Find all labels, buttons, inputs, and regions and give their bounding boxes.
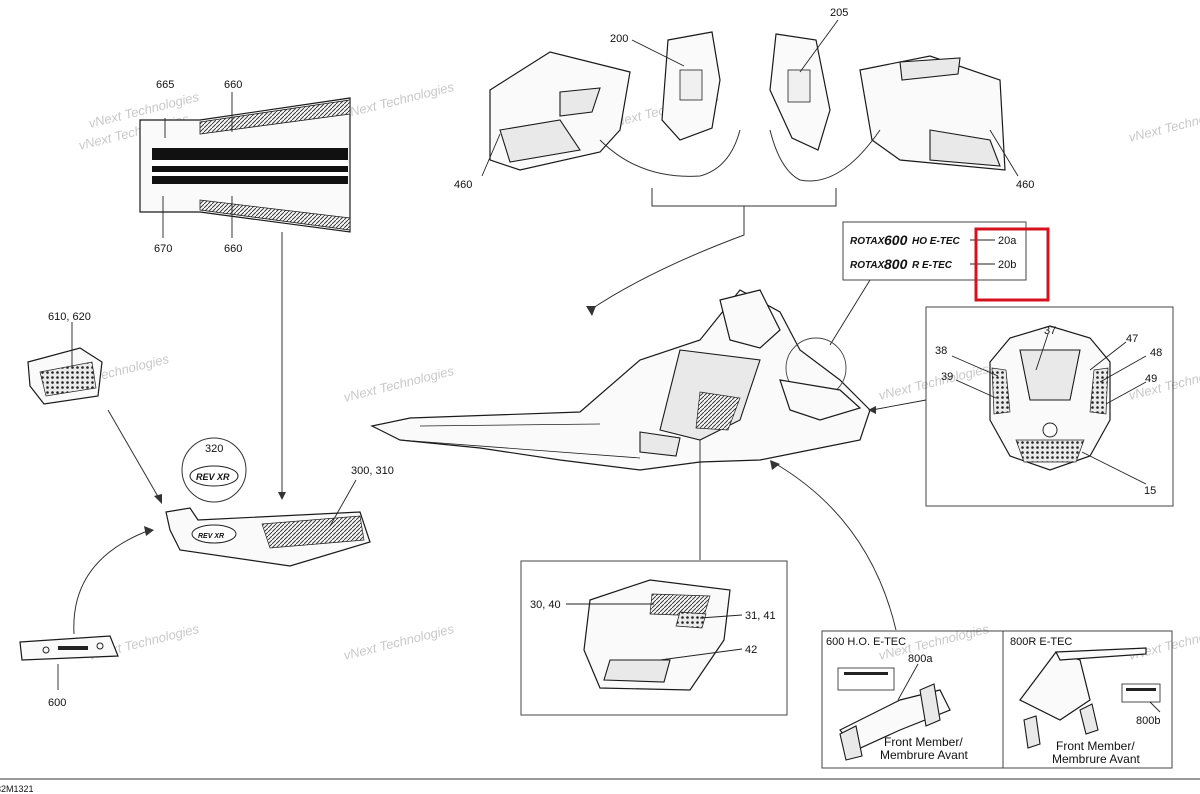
- badge-revxr: REV XR: [196, 472, 230, 482]
- figure-id: 32M1321: [0, 784, 34, 794]
- callout-205: 205: [830, 7, 848, 19]
- tunnel-side-part: REV XR: [165, 479, 371, 567]
- callout-31-41: 31, 41: [745, 610, 776, 622]
- watermark-text: vNext Technologies: [342, 363, 456, 405]
- side-panel-detail: [520, 560, 788, 716]
- front-member-label-fr: Membrure Avant: [1052, 752, 1140, 766]
- front-member-label: Front Member/: [884, 735, 963, 749]
- watermark-text: vNext Technologies: [1127, 361, 1200, 403]
- callout-800a: 800a: [908, 653, 933, 665]
- side-piece-610-part: [27, 322, 103, 405]
- hood-front-panel: [925, 306, 1174, 507]
- engine-title-800: 800R E-TEC: [1010, 636, 1072, 648]
- plate-600-part: [19, 635, 119, 690]
- front-member-600: [837, 663, 951, 761]
- decal-ho-etec: HO E-TEC: [912, 236, 961, 247]
- right-inner-panel-part: [769, 19, 839, 151]
- decal-rotax: ROTAX: [850, 236, 886, 247]
- callout-460: 460: [1016, 179, 1034, 191]
- callout-320: 320: [205, 443, 223, 455]
- watermark-text: vNext Technologies: [877, 361, 991, 403]
- callout-37: 37: [1044, 325, 1056, 337]
- decal-20b: ROTAX 800 R E-TEC: [850, 256, 995, 272]
- callout-39: 39: [941, 371, 953, 383]
- watermark-text: vNext Technologies: [1127, 621, 1200, 663]
- rev-xr-badge-detail: REV XR: [181, 437, 247, 503]
- left-side-panel-part: [481, 51, 631, 177]
- callout-20a: 20a: [998, 235, 1017, 247]
- callout-20b: 20b: [998, 259, 1016, 271]
- watermark-text: vNext Technologies: [342, 621, 456, 663]
- leader-decal-to-hood: [829, 279, 871, 346]
- decal-rotax: ROTAX: [850, 260, 886, 271]
- highlight-box: [974, 227, 1050, 302]
- right-side-panel-part: [859, 55, 1019, 177]
- callout-600: 600: [48, 697, 66, 709]
- callout-49: 49: [1145, 373, 1157, 385]
- front-member-panel: 600 H.O. E-TEC 800R E-TEC 800a Front Mem…: [821, 630, 1173, 769]
- callout-800b: 800b: [1136, 715, 1160, 727]
- engine-decal-panel: ROTAX 600 HO E-TEC ROTAX 800 R E-TEC: [842, 221, 1027, 281]
- engine-title-600: 600 H.O. E-TEC: [826, 636, 906, 648]
- badge-revxr: REV XR: [198, 533, 224, 540]
- watermark-text: vNext Technologies: [1127, 103, 1200, 145]
- callout-300-310: 300, 310: [351, 465, 394, 477]
- callout-38: 38: [935, 345, 947, 357]
- callout-660: 660: [224, 243, 242, 255]
- callout-200: 200: [610, 33, 628, 45]
- decal-600: 600: [884, 232, 908, 248]
- callout-48: 48: [1150, 347, 1162, 359]
- front-member-800: [1019, 647, 1161, 749]
- watermark-text: vNext Technologies: [342, 79, 456, 121]
- callout-460: 460: [454, 179, 472, 191]
- snowmobile-body: [370, 289, 871, 560]
- callout-660: 660: [224, 79, 242, 91]
- left-inner-panel-part: [631, 31, 721, 141]
- front-member-label: Front Member/: [1056, 739, 1135, 753]
- callout-42: 42: [745, 644, 757, 656]
- callout-665: 665: [156, 79, 174, 91]
- decal-20a: ROTAX 600 HO E-TEC: [850, 232, 995, 248]
- callout-47: 47: [1126, 333, 1138, 345]
- front-member-label-fr: Membrure Avant: [880, 748, 968, 762]
- callout-670: 670: [154, 243, 172, 255]
- bracket-side-panels: [651, 188, 837, 207]
- callout-30-40: 30, 40: [530, 599, 561, 611]
- callout-610-620: 610, 620: [48, 311, 91, 323]
- decal-r-etec: R E-TEC: [912, 260, 953, 271]
- callout-15: 15: [1144, 485, 1156, 497]
- decal-800: 800: [884, 256, 908, 272]
- tunnel-top-part: [139, 92, 351, 238]
